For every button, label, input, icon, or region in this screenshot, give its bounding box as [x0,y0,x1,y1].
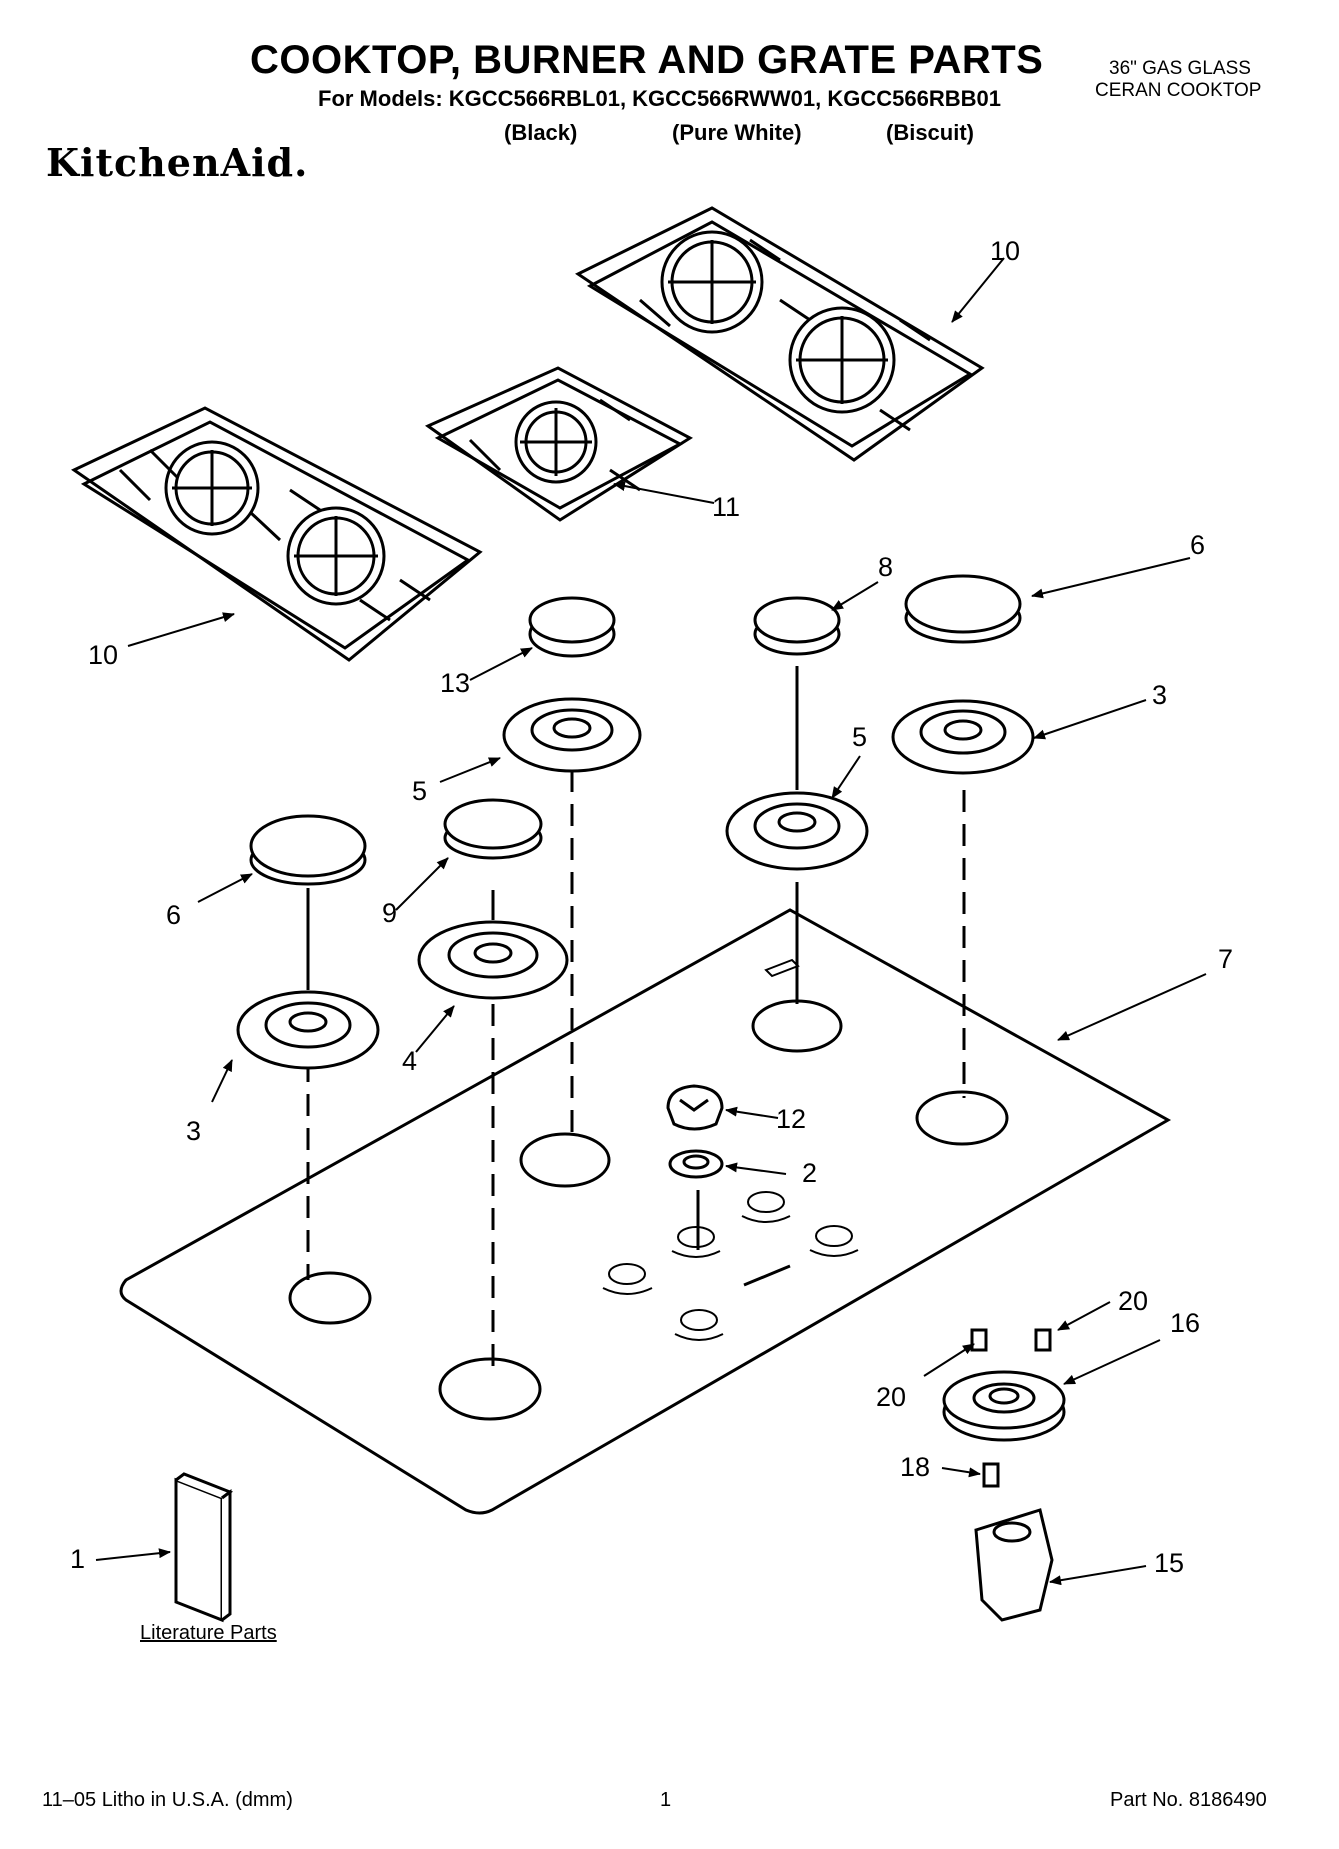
callout-11: 11 [712,492,741,522]
center-burner-grate [424,366,693,522]
page-title: COOKTOP, BURNER AND GRATE PARTS [250,38,1044,82]
left-burner-grate [71,406,483,662]
callout-20-right: 20 [1118,1286,1149,1316]
callout-5-left: 5 [412,776,428,806]
callout-4: 4 [402,1046,418,1076]
burner-components [236,574,1035,1070]
literature-booklet [174,1472,234,1623]
callout-10-left-grate: 10 [88,640,119,670]
callout-13: 13 [440,668,471,698]
callout-7: 7 [1218,944,1234,974]
callout-10-right-grate: 10 [990,236,1021,266]
footer-part-number: Part No. 8186490 [1110,1789,1267,1811]
variant-biscuit: (Biscuit) [886,120,974,145]
description-line-2: CERAN COOKTOP [1095,80,1262,101]
description-line-1: 36" GAS GLASS [1109,58,1251,79]
control-knob [666,1084,724,1131]
burner-base-assembly [942,1328,1066,1622]
assembly-guide-lines [306,666,966,1370]
callout-12: 12 [776,1104,807,1134]
callout-8: 8 [878,552,894,582]
callout-2: 2 [802,1158,818,1188]
product-description: 36" GAS GLASS CERAN COOKTOP [1095,58,1261,102]
variant-pure-white: (Pure White) [672,120,802,145]
callout-6-right: 6 [1190,530,1206,560]
callout-20-left: 20 [876,1382,907,1412]
callout-18: 18 [900,1452,931,1482]
callout-15: 15 [1154,1548,1185,1578]
right-burner-grate [575,206,985,462]
callout-3-left: 3 [186,1116,202,1146]
knob-markings [602,1191,859,1341]
footer-litho: 11–05 Litho in U.S.A. (dmm) [42,1789,293,1811]
callout-5-center: 5 [852,722,868,752]
callout-9: 9 [382,898,398,928]
variant-black: (Black) [504,120,578,145]
models-subtitle: For Models: KGCC566RBL01, KGCC566RWW01, … [318,86,1001,111]
footer-page-number: 1 [660,1789,672,1811]
callout-leaders [95,257,1207,1586]
literature-parts-label: Literature Parts [140,1622,277,1644]
callout-3-right: 3 [1152,680,1168,710]
callout-1: 1 [70,1544,86,1574]
callout-16: 16 [1170,1308,1201,1338]
brand-logo: KitchenAid. [46,140,309,185]
knob-bezel [668,1149,724,1179]
callout-6-left: 6 [166,900,182,930]
